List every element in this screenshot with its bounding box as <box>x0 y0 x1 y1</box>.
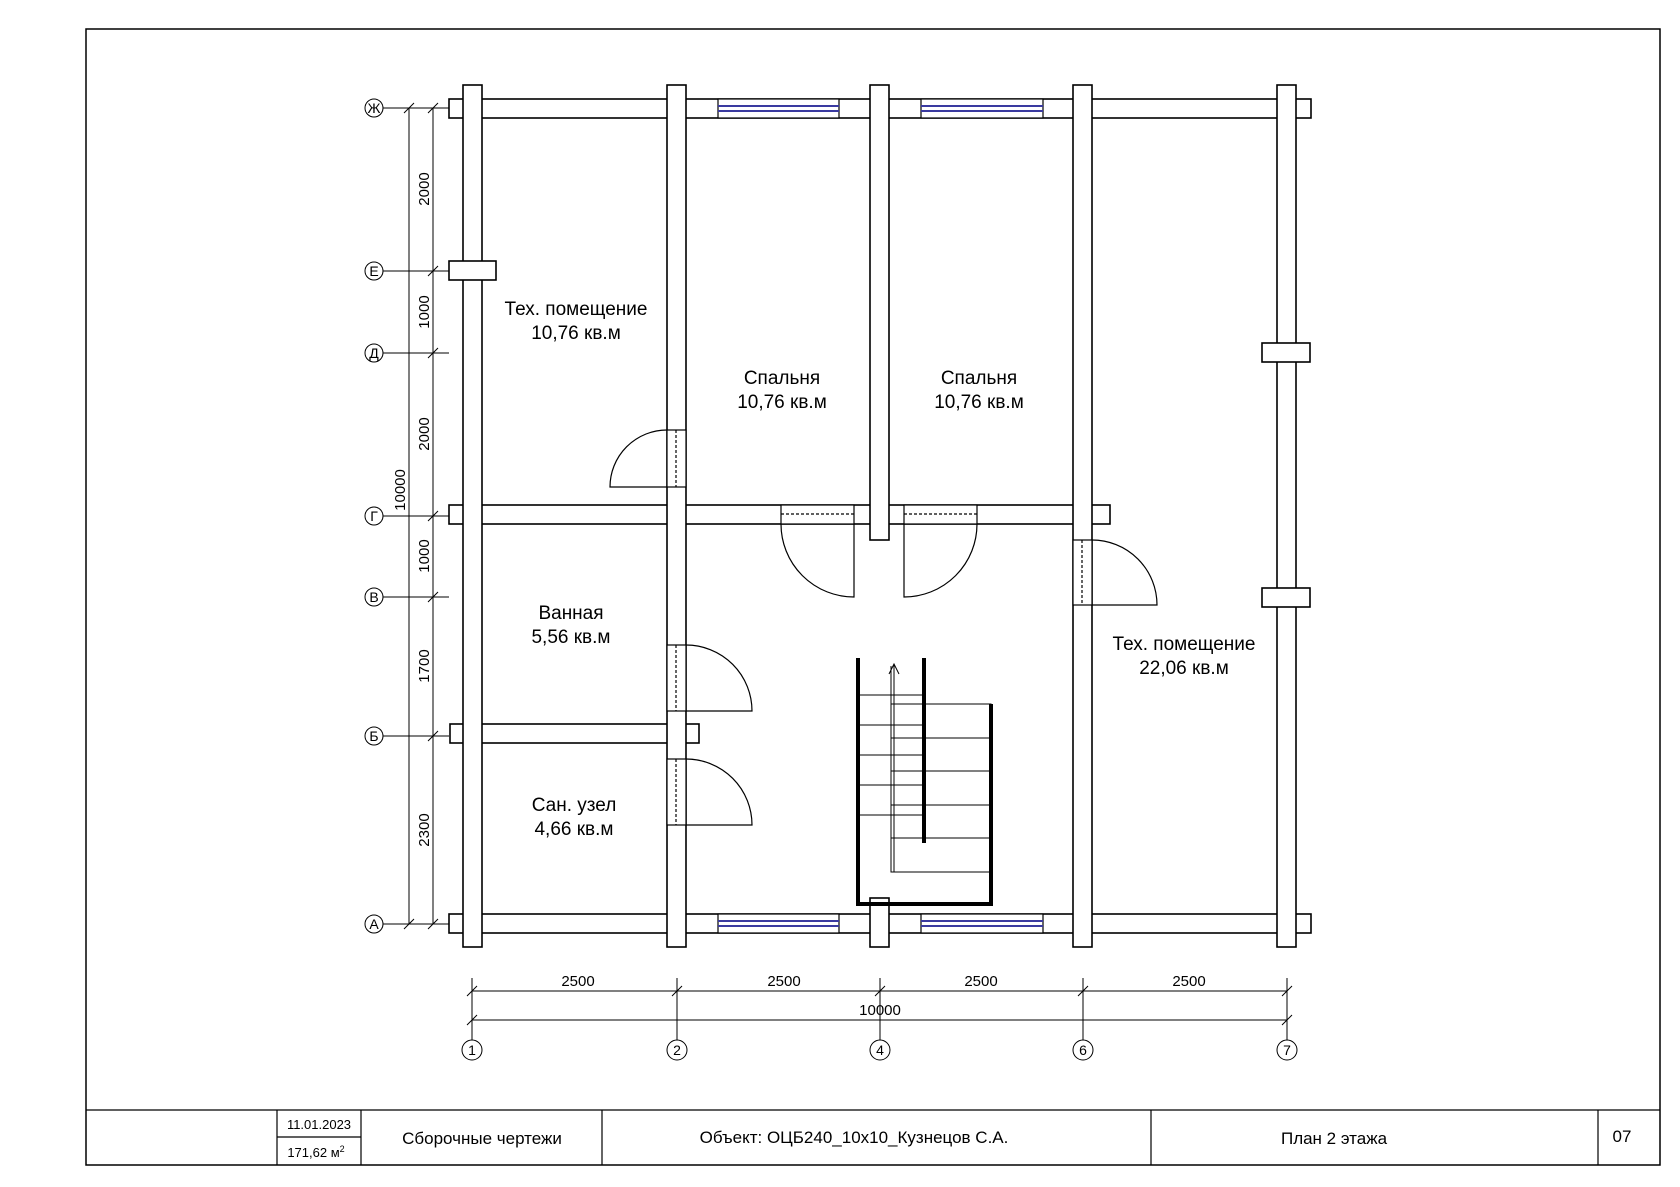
axis-label-2: 2 <box>673 1042 681 1058</box>
dim-left-4: 1000 <box>416 539 433 572</box>
dim-left-3: 2000 <box>416 417 433 450</box>
title-block <box>86 1109 1660 1165</box>
door-tech-room-1 <box>609 429 687 488</box>
column-axes <box>461 1039 1298 1061</box>
tb-object: Объект: ОЦБ240_10х10_Кузнецов С.А. <box>700 1128 1009 1147</box>
dim-bottom-total: 10000 <box>859 1002 901 1019</box>
wall-axis-b <box>449 723 700 744</box>
wall-axis-g <box>448 504 1111 525</box>
dim-bottom-1: 2500 <box>561 973 594 990</box>
windows <box>717 98 1044 934</box>
title-block-text: 11.01.2023 171,62 м2 Сборочные чертежи О… <box>287 1117 1632 1160</box>
room-area-bedroom-1: 10,76 кв.м <box>737 392 827 413</box>
door-bathroom <box>666 644 753 712</box>
column-axis-labels: 1 2 4 6 7 <box>468 1042 1291 1058</box>
dim-bottom-2: 2500 <box>767 973 800 990</box>
room-name-bedroom-2: Спальня <box>941 368 1017 389</box>
room-labels: Тех. помещение 10,76 кв.м Спальня 10,76 … <box>505 299 1256 840</box>
dim-left-2: 1000 <box>416 295 433 328</box>
walls <box>448 84 1312 948</box>
window-top-left <box>717 98 840 119</box>
stair-direction-arrow-head <box>888 662 900 675</box>
dim-left-6: 2300 <box>416 813 433 846</box>
staircase <box>856 658 993 906</box>
door-wc <box>666 758 753 826</box>
wall-axis-7 <box>1276 84 1297 948</box>
room-name-bedroom-1: Спальня <box>744 368 820 389</box>
dim-bottom-4: 2500 <box>1172 973 1205 990</box>
room-name-wc: Сан. узел <box>532 795 617 816</box>
room-name-tech-1: Тех. помещение <box>505 299 648 320</box>
tb-area: 171,62 м2 <box>287 1144 344 1160</box>
axis-label-e: Е <box>369 263 378 279</box>
left-dimension-labels: 2000 1000 2000 1000 1700 2300 10000 <box>392 172 433 846</box>
tb-section: Сборочные чертежи <box>402 1129 562 1148</box>
axis-label-1: 1 <box>468 1042 476 1058</box>
door-bedroom-2 <box>903 504 978 598</box>
row-axis-labels: Ж Е Д Г В Б А <box>368 100 381 932</box>
room-area-tech-2: 22,06 кв.м <box>1139 658 1229 679</box>
axis-label-4: 4 <box>876 1042 884 1058</box>
doors <box>609 429 1158 826</box>
window-bottom-right <box>920 913 1044 934</box>
room-area-bedroom-2: 10,76 кв.м <box>934 392 1024 413</box>
room-name-bathroom: Ванная <box>538 603 603 624</box>
dim-left-1: 2000 <box>416 172 433 205</box>
room-area-wc: 4,66 кв.м <box>534 819 613 840</box>
axis-label-b: Б <box>369 728 378 744</box>
wall-axis-2 <box>666 84 687 948</box>
axis-label-7: 7 <box>1283 1042 1291 1058</box>
bottom-dimensions <box>466 978 1293 1043</box>
axis-label-6: 6 <box>1079 1042 1087 1058</box>
wall-axis-4-upper <box>869 84 890 541</box>
wall-stub-e <box>448 260 497 281</box>
window-top-right <box>920 98 1044 119</box>
dim-left-total: 10000 <box>392 469 409 511</box>
wall-stub-7-upper <box>1261 342 1311 363</box>
door-bedroom-1 <box>780 504 855 598</box>
tb-area-sup: 2 <box>340 1144 345 1154</box>
dim-bottom-3: 2500 <box>964 973 997 990</box>
bottom-dimension-labels: 2500 2500 2500 2500 10000 <box>561 973 1205 1019</box>
left-dimensions <box>381 102 449 930</box>
sheet-frame <box>85 28 1661 1166</box>
room-area-tech-1: 10,76 кв.м <box>531 323 621 344</box>
room-name-tech-2: Тех. помещение <box>1113 634 1256 655</box>
room-area-bathroom: 5,56 кв.м <box>531 627 610 648</box>
wall-stub-7-lower <box>1261 587 1311 608</box>
tb-date: 11.01.2023 <box>287 1117 351 1132</box>
tb-sheet-number: 07 <box>1613 1127 1632 1146</box>
wall-axis-1 <box>462 84 483 948</box>
axis-label-v: В <box>369 589 378 605</box>
axis-label-g: Г <box>370 508 378 524</box>
tb-sheet-title: План 2 этажа <box>1281 1129 1388 1148</box>
axis-label-a: А <box>369 916 379 932</box>
window-bottom-left <box>717 913 840 934</box>
wall-axis-6 <box>1072 84 1093 948</box>
axis-label-d: Д <box>369 345 379 361</box>
wall-axis-4-stub <box>869 897 890 948</box>
axis-label-zh: Ж <box>368 100 381 116</box>
dim-left-5: 1700 <box>416 649 433 682</box>
door-tech-room-2 <box>1072 539 1158 606</box>
row-axes <box>364 98 384 934</box>
